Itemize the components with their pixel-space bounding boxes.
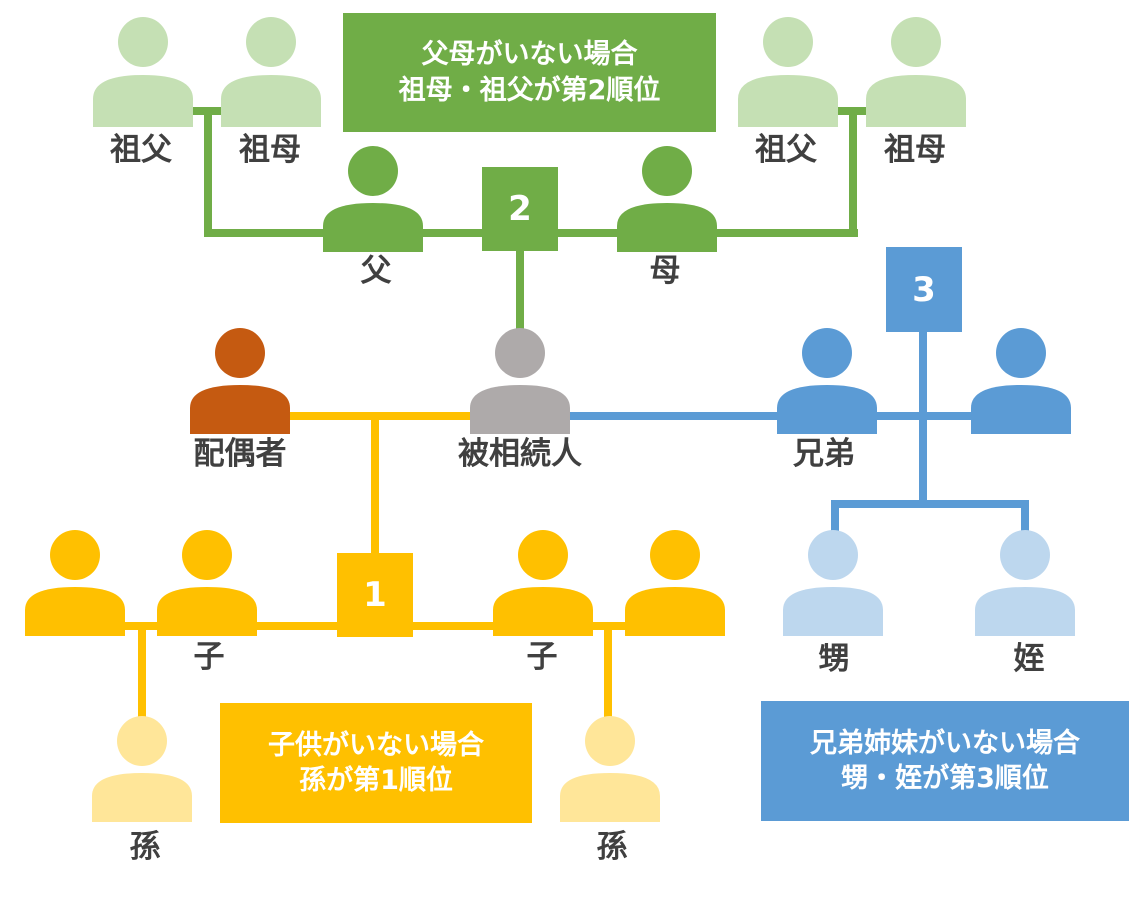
- note-siblings: 兄弟姉妹がいない場合 甥・姪が第3順位: [761, 701, 1129, 821]
- person-icon-nephew: [783, 530, 883, 636]
- rank-box-3: 3: [886, 247, 962, 332]
- note-parents-line2: 祖母・祖父が第2順位: [398, 74, 661, 106]
- person-icon-niece: [975, 530, 1075, 636]
- person-icon-child-3: [493, 530, 593, 636]
- label-spouse: 配偶者: [193, 436, 287, 472]
- note-siblings-line2: 甥・姪が第3順位: [841, 763, 1049, 794]
- person-icon-spouse: [190, 328, 290, 434]
- person-icon-grandmother-left: [221, 17, 321, 127]
- rank-number-3: 3: [912, 269, 936, 310]
- label-grandmother-left: 祖母: [239, 132, 301, 168]
- label-grandmother-right: 祖母: [884, 132, 946, 168]
- note-parents-line1: 父母がいない場合: [421, 39, 638, 71]
- person-icon-child-1: [25, 530, 125, 636]
- person-icon-deceased: [470, 328, 570, 434]
- rank-number-2: 2: [508, 189, 532, 229]
- label-deceased: 被相続人: [458, 436, 582, 472]
- blue-connectors: [568, 332, 1029, 532]
- person-icon-sibling-2: [971, 328, 1071, 434]
- person-icon-child-2: [157, 530, 257, 636]
- person-icon-grandmother-right: [866, 17, 966, 127]
- label-child-right: 子: [526, 639, 558, 675]
- note-children: 子供がいない場合 孫が第1順位: [220, 703, 532, 823]
- label-niece: 姪: [1013, 641, 1045, 677]
- label-grandfather-right: 祖父: [755, 132, 817, 168]
- person-icon-child-4: [625, 530, 725, 636]
- label-grandfather-left: 祖父: [110, 132, 172, 168]
- person-icon-mother: [617, 146, 717, 252]
- label-sibling: 兄弟: [793, 436, 855, 472]
- label-father: 父: [360, 253, 392, 289]
- note-siblings-line1: 兄弟姉妹がいない場合: [810, 727, 1080, 759]
- person-icon-grandchild-left: [92, 716, 192, 822]
- rank-box-1: 1: [337, 553, 413, 637]
- label-child-left: 子: [193, 639, 225, 675]
- label-grandchild-right: 孫: [596, 829, 628, 865]
- label-nephew: 甥: [818, 641, 850, 677]
- label-mother: 母: [649, 253, 681, 289]
- person-icon-father: [323, 146, 423, 252]
- rank-box-2: 2: [482, 167, 558, 251]
- rank-number-1: 1: [363, 575, 387, 615]
- person-icon-grandchild-right: [560, 716, 660, 822]
- person-icon-sibling-1: [777, 328, 877, 434]
- note-parents: 父母がいない場合 祖母・祖父が第2順位: [343, 13, 716, 132]
- note-children-line1: 子供がいない場合: [268, 729, 484, 761]
- note-children-line2: 孫が第1順位: [299, 765, 453, 796]
- label-grandchild-left: 孫: [129, 829, 161, 865]
- person-icon-grandfather-left: [93, 17, 193, 127]
- person-icon-grandfather-right: [738, 17, 838, 127]
